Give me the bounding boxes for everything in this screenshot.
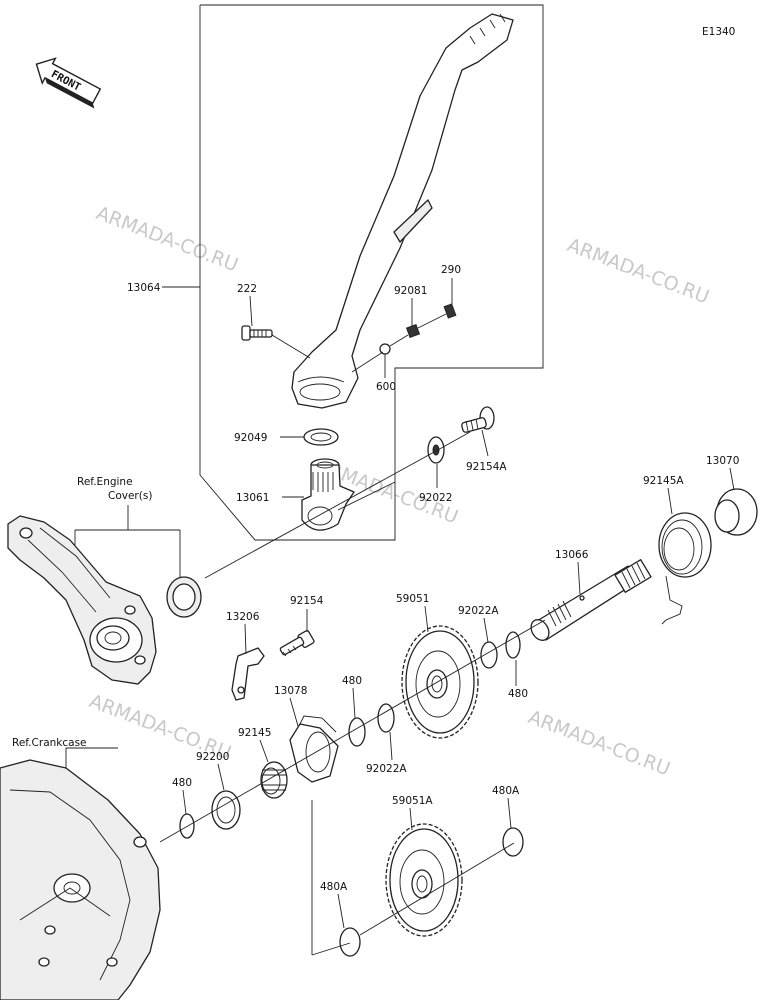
guide-13070 <box>714 488 758 536</box>
circlip-480-right <box>505 631 521 659</box>
washer-92022A-top <box>480 641 498 669</box>
washer-92049 <box>303 428 339 446</box>
spring-92145 <box>260 761 288 799</box>
label-13070: 13070 <box>706 455 739 467</box>
gear-59051 <box>401 625 479 739</box>
spring-92145A <box>658 512 712 625</box>
label-13064: 13064 <box>127 282 161 294</box>
watermark-5: ARMADA-CO.RU <box>525 706 673 780</box>
label-600: 600 <box>376 381 396 393</box>
label-480A-top: 480A <box>492 785 520 797</box>
label-92081: 92081 <box>394 285 427 297</box>
label-59051: 59051 <box>396 593 429 605</box>
kick-pedal-group-frame <box>162 4 544 541</box>
watermark-2: ARMADA-CO.RU <box>564 234 712 308</box>
bracket-13206 <box>231 647 265 701</box>
engine-cover-ref: Ref.Engine Cover(s) <box>7 476 202 685</box>
crankcase-ref: Ref.Crankcase <box>0 737 161 1000</box>
label-13078: 13078 <box>274 685 307 697</box>
leader-lines <box>182 278 735 929</box>
label-13066: 13066 <box>555 549 589 561</box>
label-92049: 92049 <box>234 432 267 444</box>
circlip-480-left <box>348 717 366 747</box>
label-480-right: 480 <box>508 688 528 700</box>
ref-crankcase-label: Ref.Crankcase <box>12 737 87 749</box>
label-59051A: 59051A <box>392 795 433 807</box>
kick-shaft-13066 <box>530 559 652 641</box>
label-92145A: 92145A <box>643 475 684 487</box>
label-13206: 13206 <box>226 611 260 623</box>
label-13061: 13061 <box>236 492 269 504</box>
part-labels: 13064 222 92081 290 600 92049 13061 9215… <box>127 264 739 893</box>
detent-parts <box>351 303 457 373</box>
label-480-left: 480 <box>342 675 362 687</box>
label-92022: 92022 <box>419 492 452 504</box>
label-92154A: 92154A <box>466 461 507 473</box>
bolt-92154 <box>279 630 315 657</box>
front-arrow-icon: FRONT <box>35 57 102 109</box>
bolt-92154A <box>461 406 495 433</box>
label-480-lower: 480 <box>172 777 192 789</box>
ratchet-13078 <box>289 715 339 783</box>
watermark-1: ARMADA-CO.RU <box>93 202 241 276</box>
label-222: 222 <box>237 283 257 295</box>
axis-line-lower <box>159 619 546 843</box>
kick-pedal-lever <box>291 13 514 409</box>
washer-92022A-bottom <box>377 703 395 733</box>
kick-boss-13061 <box>301 458 355 531</box>
circlip-480A-top <box>502 827 524 857</box>
label-92200: 92200 <box>196 751 229 763</box>
washer-92022 <box>427 436 445 464</box>
bolt-222 <box>241 325 311 359</box>
label-92145: 92145 <box>238 727 271 739</box>
label-290: 290 <box>441 264 461 276</box>
axis-line-upper <box>204 450 437 579</box>
label-480A-bottom: 480A <box>320 881 348 893</box>
circlip-480A-bottom <box>339 927 361 957</box>
label-92022A-bottom: 92022A <box>366 763 407 775</box>
gear-59051A <box>385 823 463 937</box>
label-92154: 92154 <box>290 595 324 607</box>
washer-92200 <box>211 790 241 830</box>
label-92022A-top: 92022A <box>458 605 499 617</box>
ref-cover-label: Cover(s) <box>108 490 152 502</box>
ref-engine-label: Ref.Engine <box>77 476 133 488</box>
diagram-code: E1340 <box>702 26 735 38</box>
